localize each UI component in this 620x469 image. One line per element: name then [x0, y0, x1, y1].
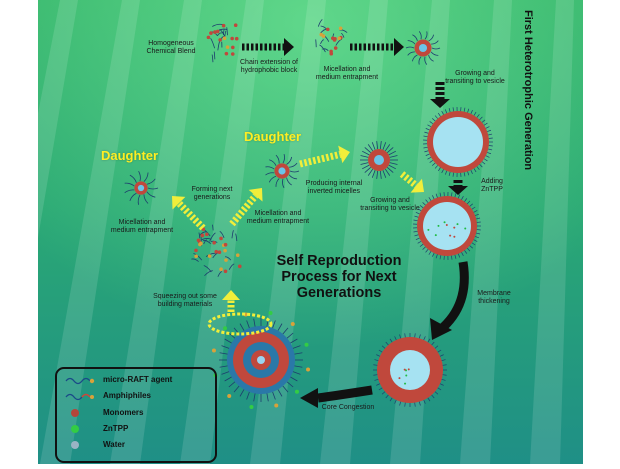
zntpp-dot: [398, 377, 400, 379]
label-micellation-left: Micellation and medium entrapment: [110, 219, 174, 235]
label-producing: Producing internal inverted micelles: [294, 180, 374, 196]
monomer-dot: [235, 37, 239, 41]
escaping-dot: [274, 404, 278, 408]
monomer-dot: [197, 238, 201, 242]
monomer-dot: [208, 254, 212, 258]
zntpp-dot: [444, 221, 446, 223]
label-growing-mid: Growing and transiting to vesicle: [360, 197, 420, 213]
monomer-dot: [326, 28, 330, 32]
zntpp-dot: [404, 369, 406, 371]
monomer-dot: [199, 242, 203, 246]
monomer-dot: [194, 249, 198, 253]
monomer-dot: [319, 33, 323, 37]
monomer-dot: [231, 52, 235, 56]
escaping-dot: [291, 322, 295, 326]
escaping-dot: [306, 368, 310, 372]
monomer-dot: [333, 37, 337, 41]
monomer-dot: [226, 45, 230, 49]
escaping-dot: [227, 394, 231, 398]
inverted-water: [374, 155, 384, 165]
zntpp-dot: [453, 236, 455, 238]
monomer-dot: [236, 253, 240, 257]
monomer-dot: [214, 250, 218, 254]
escaping-dot: [249, 405, 253, 409]
monomer-dot: [216, 30, 220, 34]
monomer-dot: [224, 258, 228, 262]
monomer-dot: [219, 237, 223, 241]
micelle-water: [419, 44, 427, 52]
zntpp-dot: [427, 229, 429, 231]
monomer-dot: [238, 265, 242, 269]
monomer-dot: [334, 46, 338, 50]
monomer-dot-icon: [65, 408, 97, 418]
escaping-dot: [269, 311, 273, 315]
monomer-dot: [225, 52, 229, 56]
raft-chain-icon: [65, 375, 97, 385]
monomer-dot: [231, 46, 235, 50]
daughter-label-left: Daughter: [101, 149, 158, 163]
micelle-water: [278, 167, 285, 174]
zntpp-dot: [464, 227, 466, 229]
zntpp-dot: [437, 225, 439, 227]
escaping-dot: [212, 348, 216, 352]
escaping-dot: [295, 390, 299, 394]
zntpp-dot: [404, 383, 406, 385]
label-micellation-top: Micellation and medium entrapment: [314, 66, 380, 82]
escaping-dot: [223, 326, 227, 330]
monomer-dot: [201, 234, 205, 238]
monomer-dot: [224, 243, 228, 247]
monomer-dot: [218, 38, 222, 42]
monomer-dot: [209, 31, 213, 35]
zntpp-dot: [456, 223, 458, 225]
label-homogeneous: Homogeneous Chemical Blend: [136, 40, 206, 56]
monomer-dot: [234, 23, 238, 27]
first-generation-title: First Heterotrophic Generation: [520, 10, 534, 180]
monomer-dot: [205, 233, 209, 237]
monomer-dot: [194, 254, 198, 258]
monomer-dot: [207, 36, 211, 40]
monomer-dot: [222, 24, 226, 28]
monomer-dot: [230, 37, 234, 41]
label-micellation-mid: Micellation and medium entrapment: [246, 210, 310, 226]
monomer-dot: [329, 52, 333, 56]
congested-water: [257, 356, 265, 364]
legend: micro-RAFT agent Amphiphiles Monomers Zn…: [55, 367, 217, 463]
zntpp-dot: [405, 375, 407, 377]
monomer-dot: [337, 37, 341, 41]
monomer-dot: [223, 36, 227, 40]
monomer-dot: [212, 241, 216, 245]
label-growing-top: Growing and transiting to vesicle: [444, 70, 506, 86]
center-title: Self Reproduction Process for Next Gener…: [268, 253, 410, 301]
label-core-congestion: Core Congestion: [320, 404, 376, 412]
zntpp-dot-icon: [65, 424, 97, 434]
monomer-dot: [219, 267, 223, 271]
vesicle-interior: [433, 117, 483, 167]
monomer-dot: [223, 249, 227, 253]
zntpp-dot: [408, 368, 410, 370]
escaping-dot: [305, 343, 309, 347]
daughter-label-right: Daughter: [244, 130, 301, 144]
monomer-dot: [224, 269, 228, 273]
monomer-dot: [339, 27, 343, 31]
micelle-water: [138, 185, 144, 191]
monomer-dot: [218, 250, 222, 254]
water-dot-icon: [65, 440, 97, 450]
label-forming: Forming next generations: [180, 186, 244, 202]
label-adding-zntpp: Adding ZnTPP: [474, 178, 510, 194]
label-squeezing: Squeezing out some building materials: [148, 293, 222, 309]
zntpp-dot: [446, 224, 448, 226]
zntpp-dot: [453, 227, 455, 229]
amphiphile-chain-icon: [65, 391, 97, 401]
vesicle-interior: [390, 350, 430, 390]
zntpp-dot: [449, 235, 451, 237]
label-chain-extension: Chain extension of hydrophobic block: [224, 59, 314, 75]
label-membrane: Membrane thickening: [466, 290, 522, 306]
zntpp-dot: [435, 234, 437, 236]
